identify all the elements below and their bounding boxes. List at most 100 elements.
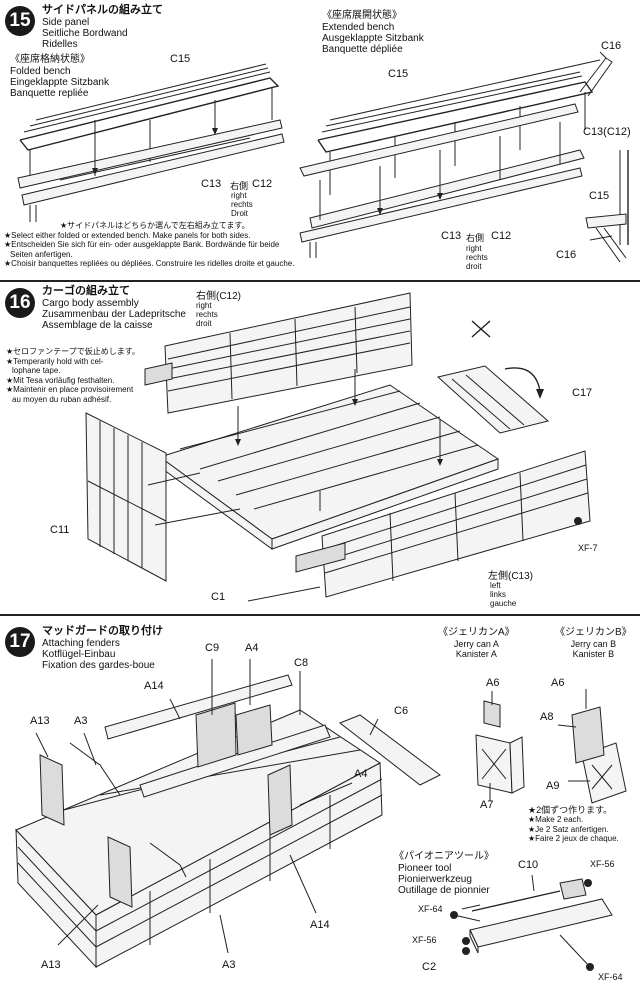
part-a13-bottom: A13 (41, 959, 61, 971)
part-a4-top: A4 (245, 642, 259, 654)
step-15-title-de: Seitliche Bordwand (42, 28, 128, 39)
part-a3-top: A3 (74, 715, 88, 727)
note-fr: ★Choisir banquettes repliées ou dépliées… (4, 259, 295, 268)
tape-jp: ★セロファンテープで仮止めします。 (6, 347, 140, 356)
right-en-extended: right (466, 244, 482, 253)
part-a9: A9 (546, 780, 560, 792)
jerry-a-jp: 《ジェリカンA》 (438, 627, 515, 638)
part-c13-folded: C13 (201, 178, 222, 190)
divider-15-16 (0, 280, 640, 282)
part-c6: C6 (394, 705, 409, 717)
part-a14-bottom: A14 (310, 919, 330, 931)
extended-fr: Banquette dépliée (322, 44, 403, 55)
part-c9: C9 (205, 642, 220, 654)
step-15-title-fr: Ridelles (42, 39, 78, 50)
make-two-notes: ★2個ずつ作ります。 ★Make 2 each. ★Je 2 Satz anfe… (528, 805, 619, 844)
part-c1: C1 (211, 591, 226, 603)
left-de: links (490, 590, 507, 599)
step-16-number: 16 (5, 288, 35, 318)
step-15-title-en: Side panel (42, 17, 90, 28)
paint-xf64-b: XF-64 (598, 972, 623, 982)
right-fr-extended: droit (466, 262, 482, 271)
folded-en: Folded bench (10, 66, 71, 77)
right-en: right (196, 301, 212, 310)
part-c11: C11 (50, 524, 70, 536)
step-16-title-en: Cargo body assembly (42, 298, 139, 309)
step-17-title-de: Kotflügel-Einbau (42, 649, 116, 660)
step-16-title: カーゴの組み立て Cargo body assembly Zusammenbau… (42, 285, 186, 331)
folded-fr: Banquette repliée (10, 88, 89, 99)
pioneer-jp: 《パイオニアツール》 (394, 851, 494, 862)
step-15-notes: ★サイドパネルはどちらか選んで左右組み立てます。 ★Select either … (4, 221, 294, 269)
tape-fr-1: ★Maintenir en place provisoirement (6, 385, 134, 394)
make2-jp: ★2個ずつ作ります。 (528, 805, 613, 815)
right-jp-extended: 右側 (466, 233, 485, 243)
tape-de: ★Mit Tesa vorläufig festhalten. (6, 375, 115, 385)
part-c16-detail: C16 (556, 249, 577, 261)
paint-xf7: XF-7 (578, 543, 598, 553)
divider-16-17 (0, 614, 640, 616)
paint-xf56-a: XF-56 (590, 859, 615, 869)
part-a3-bottom: A3 (222, 959, 236, 971)
pioneer-de: Pionierwerkzeug (398, 874, 472, 885)
make2-fr: ★Faire 2 jeux de chaque. (528, 834, 619, 843)
jerry-a-de: Kanister A (455, 649, 497, 659)
make2-en: ★Make 2 each. (528, 815, 584, 824)
jerry-b-en: Jerry can B (570, 639, 617, 649)
right-de-folded: rechts (231, 200, 253, 209)
part-a6-can-b: A6 (551, 677, 565, 689)
jerry-b-de: Kanister B (572, 649, 615, 659)
note-de-1: ★Entscheiden Sie sich für ein- oder ausg… (4, 240, 280, 249)
part-c15-folded: C15 (170, 53, 191, 65)
left-en: left (490, 581, 501, 590)
left-fr: gauche (490, 599, 517, 608)
tape-en-1: ★Temperarily hold with cel- (6, 356, 104, 366)
part-a7: A7 (480, 799, 494, 811)
step-15-title-jp: サイドパネルの組み立て (42, 4, 163, 16)
pioneer-tool-caption: 《パイオニアツール》 Pioneer tool Pionierwerkzeug … (394, 851, 494, 896)
right-jp-folded: 右側 (230, 181, 249, 191)
folded-bench-drawing (17, 63, 285, 222)
part-a8: A8 (540, 711, 554, 723)
right-fr-folded: Droit (231, 209, 248, 218)
cargo-assembly-drawing (85, 292, 591, 602)
jerry-b-jp: 《ジェリカンB》 (555, 627, 632, 638)
jerry-a-en: Jerry can A (453, 639, 499, 649)
step-17-section: 17 マッドガードの取り付け Attaching fenders Kotflüg… (0, 615, 640, 986)
part-c17: C17 (572, 387, 593, 399)
pioneer-en: Pioneer tool (398, 863, 452, 874)
paint-xf64-a: XF-64 (418, 904, 443, 914)
note-de-2: Seiten anfertigen. (10, 249, 73, 259)
step-16-title-de: Zusammenbau der Ladepritsche (42, 309, 186, 320)
right-en-folded: right (231, 191, 247, 200)
note-jp: ★サイドパネルはどちらか選んで左右組み立てます。 (60, 221, 250, 230)
part-c8: C8 (294, 657, 309, 669)
pioneer-fr: Outillage de pionnier (398, 885, 490, 896)
folded-de: Eingeklappte Sitzbank (10, 77, 109, 88)
part-c16-extended: C16 (601, 40, 622, 52)
step-15-title: サイドパネルの組み立て Side panel Seitliche Bordwan… (42, 4, 163, 50)
part-c12-folded: C12 (252, 178, 273, 190)
part-c10: C10 (518, 859, 539, 871)
tape-en-2: lophane tape. (12, 366, 61, 375)
part-c13-c12-detail: C13(C12) (583, 126, 631, 138)
part-c15-detail: C15 (589, 190, 610, 202)
folded-jp: 《座席格納状態》 (10, 54, 90, 65)
part-c15-extended: C15 (388, 68, 409, 80)
extended-en: Extended bench (322, 22, 395, 33)
paint-xf56-b: XF-56 (412, 935, 437, 945)
right-fr: droit (196, 319, 212, 328)
part-c13-extended: C13 (441, 230, 462, 242)
part-a14-top: A14 (144, 680, 164, 692)
step-16-title-jp: カーゴの組み立て (42, 285, 130, 297)
part-a6-can-a: A6 (486, 677, 500, 689)
extended-de: Ausgeklappte Sitzbank (322, 33, 424, 44)
right-side-c12-label: 右側(C12) (196, 291, 242, 302)
step-17-title-fr: Fixation des gardes-boue (42, 660, 155, 671)
step-17-title-jp: マッドガードの取り付け (42, 625, 163, 637)
step-16-title-fr: Assemblage de la caisse (42, 320, 153, 331)
right-de-extended: rechts (466, 253, 488, 262)
tape-fr-2: au moyen du ruban adhésif. (12, 394, 112, 404)
jerry-can-a-caption: 《ジェリカンA》 Jerry can A Kanister A (438, 627, 515, 659)
part-c2: C2 (422, 961, 437, 973)
